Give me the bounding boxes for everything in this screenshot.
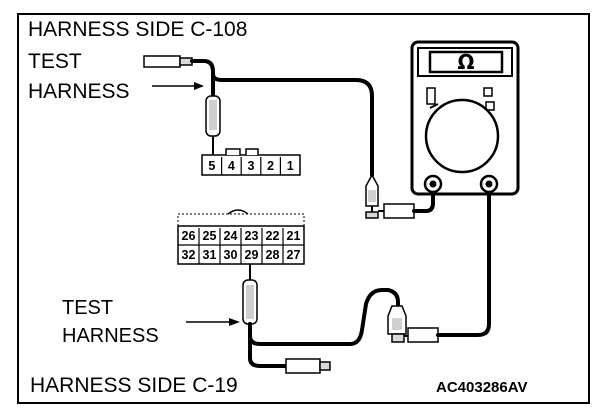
- c19-pin-22: 22: [266, 229, 280, 243]
- wire-top-harness: [211, 71, 374, 177]
- ohmmeter-icon: Ω: [410, 40, 520, 196]
- c19-pin-29: 29: [245, 248, 259, 262]
- top-test-harness: [143, 55, 221, 162]
- c19-pin-25: 25: [203, 229, 217, 243]
- ohm-symbol: Ω: [457, 50, 474, 74]
- c19-pin-27: 27: [287, 248, 301, 262]
- wire-bottom-harness: [248, 288, 400, 346]
- test-harness-bottom-label-line1: TEST: [62, 297, 113, 319]
- test-harness-bottom-label-line2: HARNESS: [62, 325, 159, 347]
- c19-pin-24: 24: [224, 229, 238, 243]
- c19-pin-23: 23: [245, 229, 259, 243]
- c19-pin-28: 28: [266, 248, 280, 262]
- c108-pin-3: 3: [248, 159, 255, 173]
- c19-pin-30: 30: [224, 248, 238, 262]
- figure-code: AC403286AV: [436, 379, 527, 396]
- c19-pin-21: 21: [287, 229, 301, 243]
- harness-side-top-label: HARNESS SIDE C-108: [28, 18, 247, 41]
- c108-pin-1: 1: [287, 159, 294, 173]
- connector-c19: 26 25 24 23 22 21 32 31 30 29 28 27: [177, 209, 305, 265]
- c19-pin-26: 26: [182, 229, 196, 243]
- figure-frame: [17, 13, 590, 404]
- c108-pin-2: 2: [267, 159, 274, 173]
- harness-side-bottom-label: HARNESS SIDE C-19: [30, 374, 238, 397]
- c108-pin-4: 4: [228, 159, 235, 173]
- c19-pin-32: 32: [182, 248, 196, 262]
- test-harness-top-label-line2: HARNESS: [28, 80, 130, 103]
- test-harness-top-label-line1: TEST: [28, 50, 82, 73]
- bottom-test-harness: [186, 264, 331, 374]
- c108-pin-5: 5: [208, 159, 215, 173]
- bottom-right-probe: [387, 305, 439, 343]
- meter-lead-right: [436, 182, 491, 337]
- meter-lead-left: [412, 182, 435, 213]
- c19-pin-31: 31: [203, 248, 217, 262]
- top-right-probe: [365, 173, 415, 219]
